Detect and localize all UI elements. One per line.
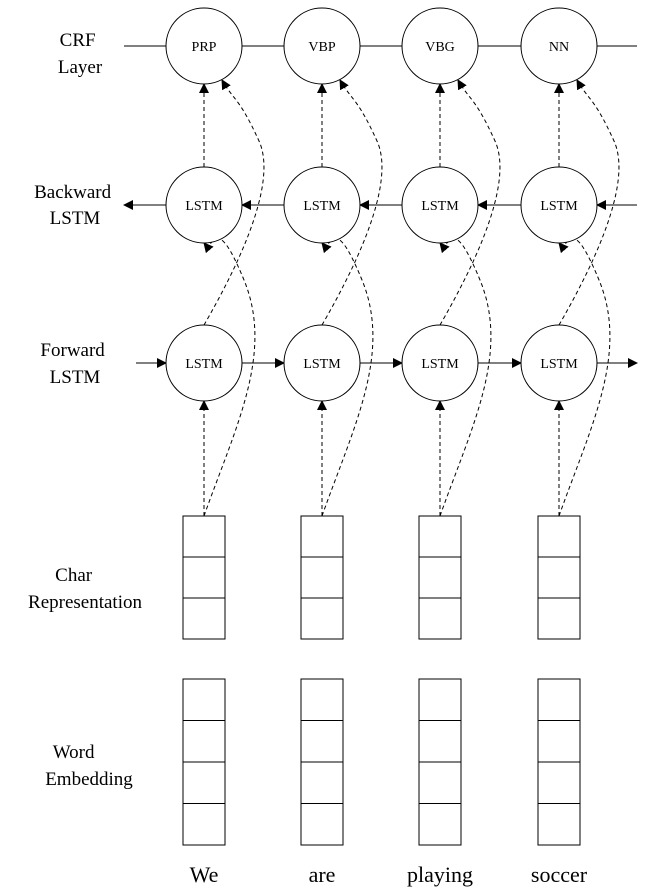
forward-to-crf-arrow [203,79,265,326]
char-vector-cell [418,597,462,640]
backward-lstm-label: LSTM [185,199,223,214]
word-vector-cell [418,761,462,804]
forward-lstm-label: LSTM [185,357,223,372]
backward-lstm-label: Backward LSTM [34,182,116,229]
backward-lstm-label: LSTM [540,199,578,214]
char-vector-cell [300,597,344,640]
crf-label-line1: CRF [60,30,96,51]
word-vector-cell [537,678,581,721]
crf-tag-node [165,7,243,85]
word-embedding-label: Word Embedding [45,742,133,790]
forward-lstm-label: LSTM [303,357,341,372]
crf-tag-node [283,7,361,85]
input-word: are [309,862,336,887]
input-word: playing [407,862,473,887]
backward-lstm-node [401,166,479,244]
crf-tag-node [401,7,479,85]
crf-tag-node [520,7,598,85]
char-representation-label: Char Representation [28,565,142,613]
forward-lstm-node [165,324,243,402]
forward-lstm-label: LSTM [540,357,578,372]
crf-tag-label: VBP [308,40,335,55]
word-label-line1: Word [53,742,95,763]
word-vector-cell [300,761,344,804]
crf-layer-label: CRF Layer [58,30,103,78]
word-vector-cell [182,720,226,763]
forward-lstm-label: Forward LSTM [40,340,109,388]
word-vector-cell [300,678,344,721]
word-vector-cell [418,678,462,721]
forward-lstm-node [401,324,479,402]
forward-to-crf-arrow [439,79,501,326]
crf-label-line2: Layer [58,57,103,78]
input-word: soccer [531,862,588,887]
char-label-line1: Char [55,565,93,586]
word-vector-cell [182,803,226,846]
char-vector-cell [418,515,462,558]
word-label-line2: Embedding [45,769,133,790]
backward-lstm-node [283,166,361,244]
input-words: We are playing soccer [190,862,588,887]
word-vector-cell [537,761,581,804]
crf-tag-label: PRP [192,40,217,55]
network-nodes: PRP LSTM LSTM VBP LSTM LSTM VBG LSTM LSTM NN LSTM L… [165,7,598,402]
word-vector-cell [537,803,581,846]
crf-tag-label: NN [549,40,569,55]
word-vector-cell [182,678,226,721]
forward-to-crf-arrow [558,79,620,326]
backward-lstm-node [165,166,243,244]
word-vector-cell [418,720,462,763]
word-vector-cell [537,720,581,763]
forward-lstm-node [283,324,361,402]
backward-label-line2: LSTM [50,208,101,229]
backward-lstm-node [520,166,598,244]
forward-lstm-label: LSTM [421,357,459,372]
forward-label-line2: LSTM [50,367,101,388]
forward-lstm-node [520,324,598,402]
crf-tag-label: VBG [425,40,455,55]
word-vector-cell [300,720,344,763]
forward-to-crf-arrow [321,79,383,326]
word-vector-cell [418,803,462,846]
backward-lstm-label: LSTM [421,199,459,214]
word-vector-cell [300,803,344,846]
word-vector-cell [182,761,226,804]
char-vector-cell [537,597,581,640]
char-vector-cell [537,556,581,599]
forward-label-line1: Forward [40,340,105,361]
char-representation-columns [182,515,581,640]
char-label-line2: Representation [28,592,142,613]
backward-lstm-label: LSTM [303,199,341,214]
char-vector-cell [418,556,462,599]
char-vector-cell [182,597,226,640]
char-vector-cell [537,515,581,558]
backward-label-line1: Backward [34,182,112,203]
input-word: We [190,862,219,887]
connections [123,45,638,517]
char-vector-cell [182,556,226,599]
char-vector-cell [182,515,226,558]
word-embedding-columns [182,678,581,846]
char-vector-cell [300,515,344,558]
char-vector-cell [300,556,344,599]
